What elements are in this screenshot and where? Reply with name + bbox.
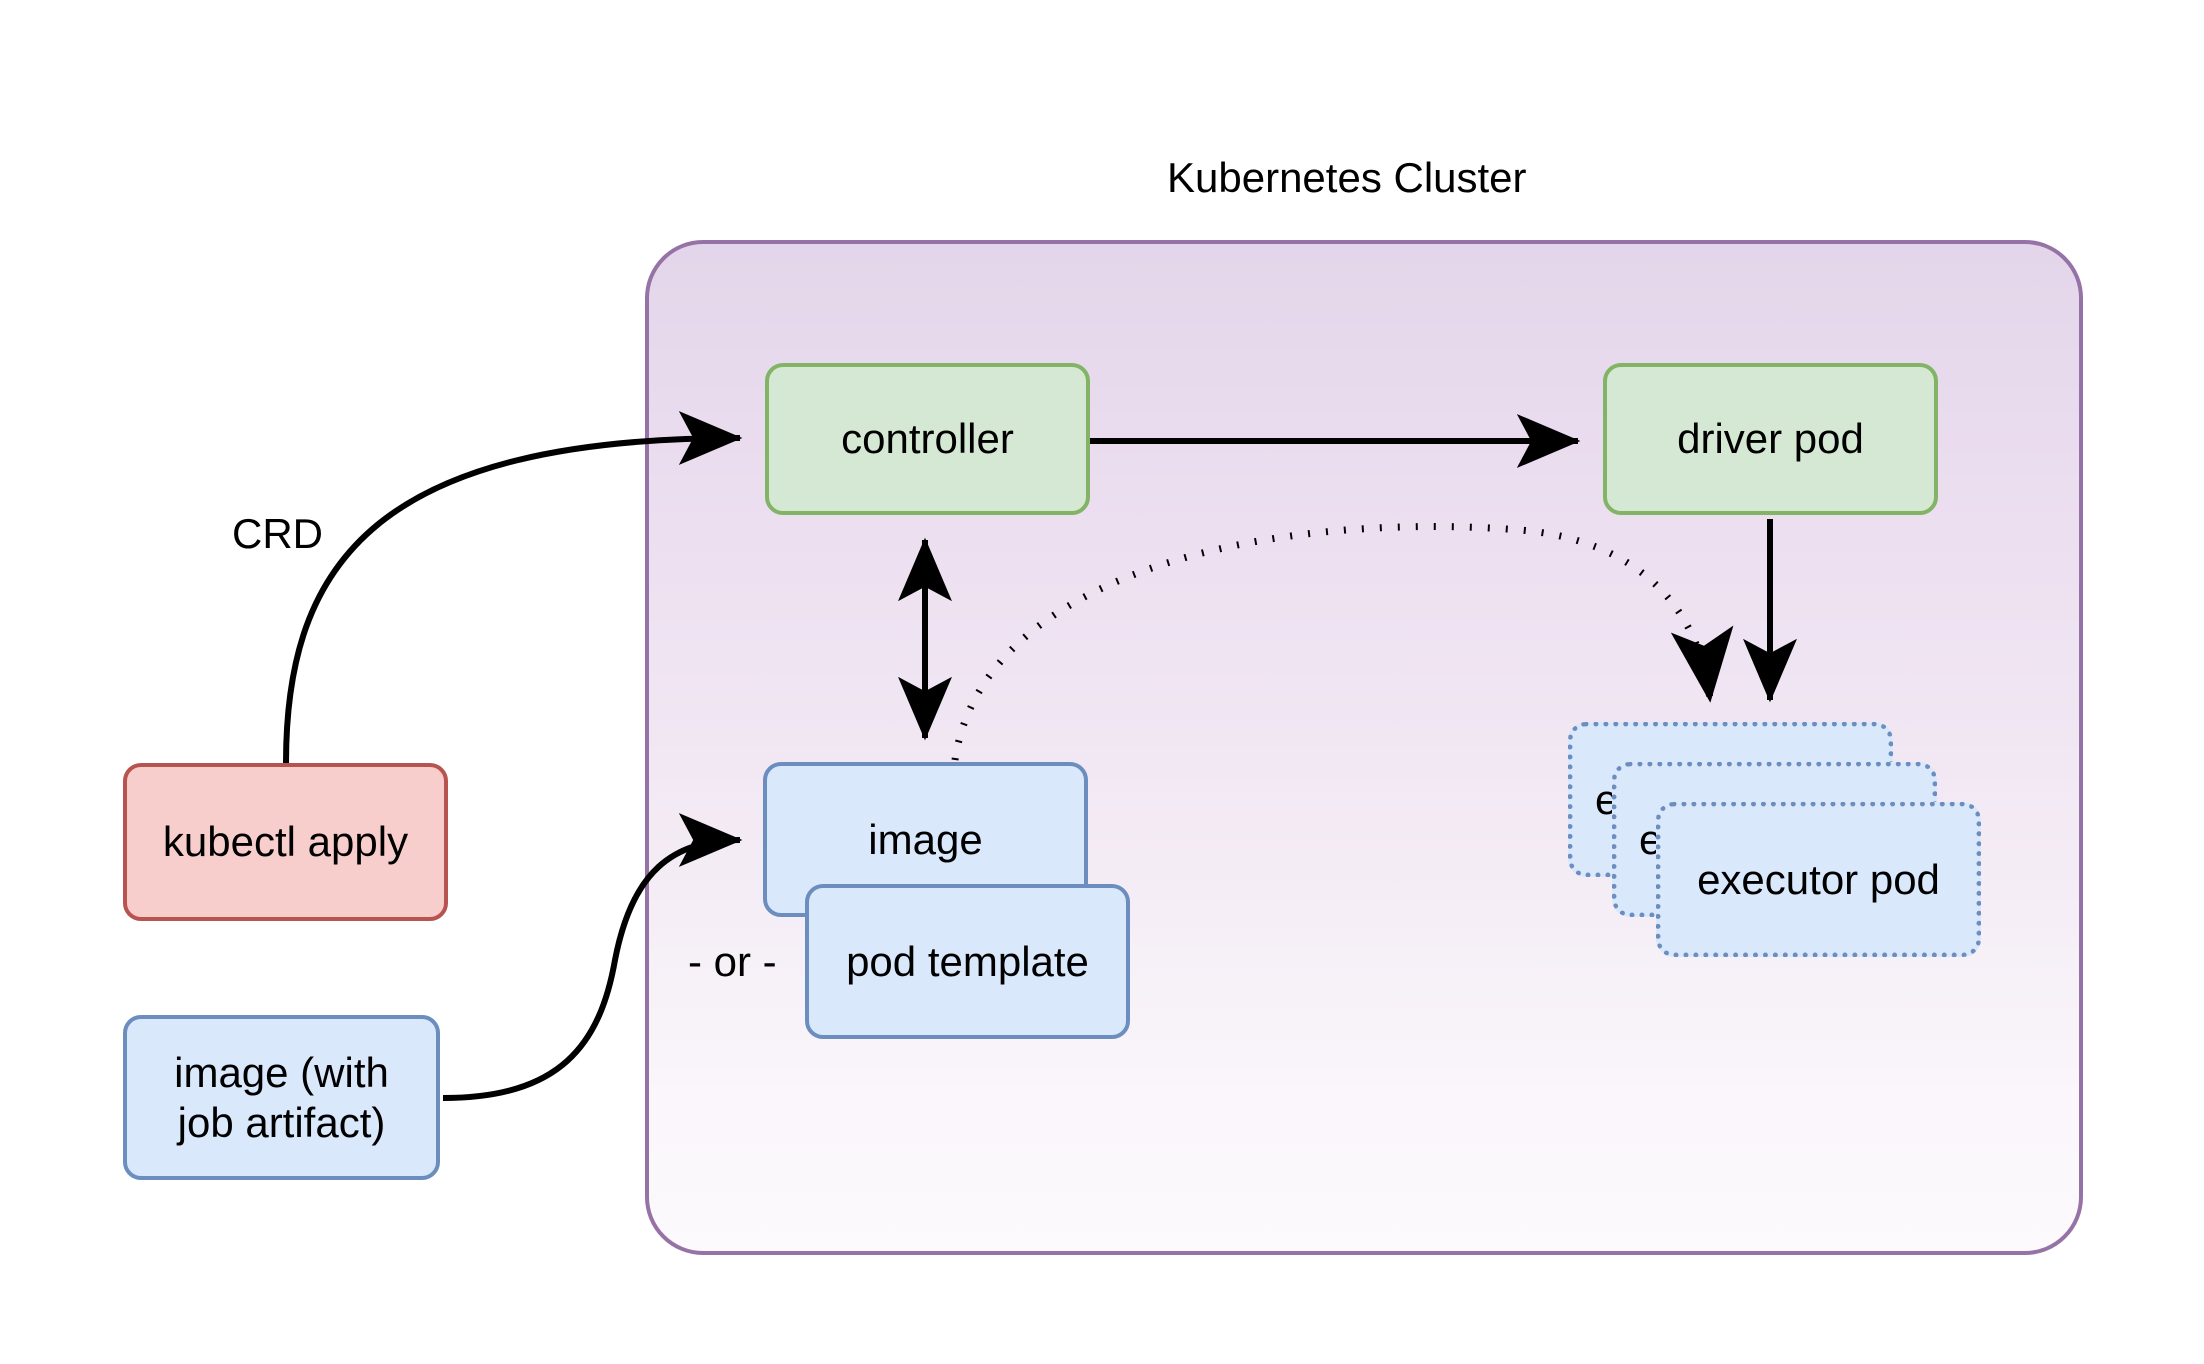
kubectl-apply-node[interactable]: kubectl apply [123, 763, 448, 921]
controller-node[interactable]: controller [765, 363, 1090, 515]
image-with-job-artifact-node[interactable]: image (with job artifact) [123, 1015, 440, 1180]
cluster-title: Kubernetes Cluster [1167, 154, 1527, 201]
pod-template-node[interactable]: pod template [805, 884, 1130, 1039]
edge-label-crd: CRD [232, 510, 323, 557]
driver-pod-node[interactable]: driver pod [1603, 363, 1938, 515]
executor-pod-front[interactable]: executor pod [1656, 802, 1981, 957]
edge-label-or: - or - [688, 938, 777, 985]
